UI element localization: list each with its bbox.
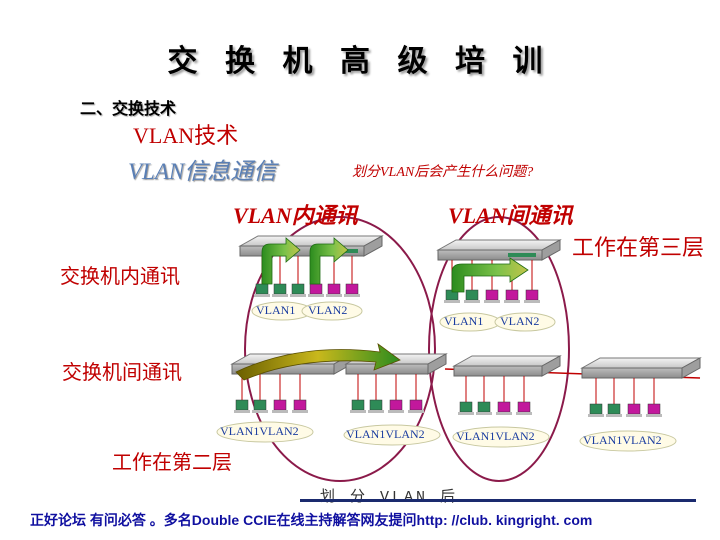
inter-switch-arrow-icon xyxy=(235,343,401,381)
pc-group-bottom-4 xyxy=(588,403,662,417)
vlan-label: VLAN1 xyxy=(444,314,484,328)
footer-text: 正好论坛 有问必答 。多名Double CCIE在线主持解答网友提问http: … xyxy=(30,512,593,528)
switch-bottom-4 xyxy=(580,357,702,379)
pc-group-top-left xyxy=(254,283,360,297)
divided-note: 划 分 VLAN 后 xyxy=(320,489,459,506)
inter-vlan-ellipse xyxy=(428,216,570,482)
switch-top-right xyxy=(436,239,562,261)
label-cloud xyxy=(301,301,363,321)
intra-vlan-label: VLAN内通讯 xyxy=(233,203,358,228)
label-cloud xyxy=(343,424,441,446)
topic-heading: VLAN技术 xyxy=(133,123,239,148)
pc-group-bottom-1 xyxy=(234,399,308,413)
router-arrow-icon xyxy=(451,257,529,293)
vlan-label: VLAN1VLAN2 xyxy=(346,427,425,441)
vlan-label: VLAN2 xyxy=(308,303,348,317)
vlan-label: VLAN1VLAN2 xyxy=(220,424,299,438)
intra-vlan-ellipse xyxy=(244,216,436,482)
pc-group-bottom-3 xyxy=(458,401,532,415)
pc-group-top-right xyxy=(444,289,540,303)
switch-between-label: 交换机间通讯 xyxy=(62,362,182,384)
vlan-label: VLAN1 xyxy=(256,303,296,317)
vlan-label: VLAN1VLAN2 xyxy=(583,433,662,447)
intra-arrow-1-icon xyxy=(261,237,301,285)
label-cloud xyxy=(216,421,314,443)
label-cloud xyxy=(452,426,550,448)
intra-arrow-2-icon xyxy=(309,237,349,285)
question-text: 划分VLAN后会产生什么问题? xyxy=(352,165,534,180)
section-heading: 二、交换技术 xyxy=(80,101,177,118)
label-cloud xyxy=(579,430,677,452)
subtopic-heading: VLAN信息通信 xyxy=(128,159,277,184)
layer3-note: 工作在第三层 xyxy=(572,235,705,260)
vlan-label: VLAN1VLAN2 xyxy=(456,429,535,443)
vlan-label: VLAN2 xyxy=(500,314,540,328)
layer2-note: 工作在第二层 xyxy=(112,452,232,474)
footer-rule xyxy=(300,499,696,502)
page-title: 交 换 机 高 级 培 训 xyxy=(167,45,553,78)
switch-bottom-3 xyxy=(452,355,562,377)
switch-internal-label: 交换机内通讯 xyxy=(60,266,180,288)
inter-vlan-label: VLAN间通讯 xyxy=(448,203,573,228)
label-cloud xyxy=(494,312,556,332)
pc-group-bottom-2 xyxy=(350,399,424,413)
